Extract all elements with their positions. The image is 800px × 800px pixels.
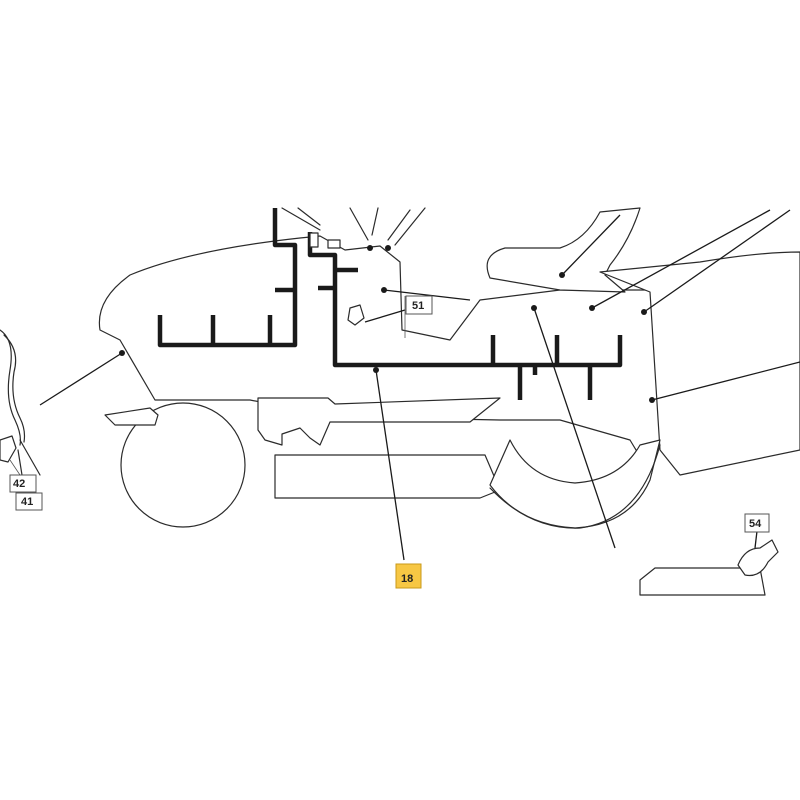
- leader-dot: [373, 367, 379, 373]
- leader-mid-2: [591, 209, 771, 309]
- callout-54[interactable]: 54: [744, 513, 770, 533]
- bottom-right-component: [639, 567, 766, 596]
- callout-42[interactable]: 42: [9, 474, 37, 493]
- bottom-right-plug: [737, 539, 779, 577]
- leader-51: [364, 309, 406, 323]
- left-component-cable-b: [3, 334, 26, 443]
- left-component-cable: [0, 329, 22, 446]
- left-bracket: [17, 439, 41, 476]
- leader-mid-1: [533, 307, 616, 549]
- harness-left-loop: [157, 208, 298, 348]
- callout-54-label: 54: [749, 518, 762, 530]
- leader-dot: [559, 272, 565, 278]
- rear-wheel: [489, 439, 661, 529]
- callout-51-label: 51: [412, 300, 424, 312]
- top-bracket-lines: [281, 207, 321, 231]
- steering-lines: [349, 207, 426, 246]
- leader-rear: [651, 361, 800, 401]
- leader-54: [754, 530, 758, 549]
- chassis-outline: [257, 397, 501, 446]
- rear-wheel-arc: [489, 444, 661, 529]
- front-fender-lip: [104, 407, 159, 426]
- left-connector: [0, 435, 17, 463]
- deck-outline: [274, 454, 501, 499]
- leader-mid-3: [643, 209, 791, 313]
- callout-42-label: 42: [13, 478, 25, 490]
- front-wheel: [120, 402, 246, 528]
- leader-dot: [385, 245, 391, 251]
- leader-dot: [649, 397, 655, 403]
- leader-dot: [119, 350, 125, 356]
- callout-41[interactable]: 41: [15, 492, 43, 511]
- leader-left: [39, 352, 123, 406]
- leader-18: [375, 369, 405, 561]
- harness-center-branches: [318, 267, 593, 400]
- rear-fender-outline: [599, 251, 800, 476]
- connector-block-2: [327, 239, 341, 249]
- leader-dot: [641, 309, 647, 315]
- leader-dot: [367, 245, 373, 251]
- callout-18[interactable]: 18: [395, 563, 422, 589]
- harness-left-drops: [210, 287, 295, 345]
- callout-18-label: 18: [401, 573, 413, 585]
- leader-seat: [561, 214, 621, 276]
- connector-51-part: [347, 304, 365, 326]
- callout-51[interactable]: 51: [404, 295, 433, 338]
- harness-center-vertical: [307, 232, 623, 368]
- seat-outline: [486, 207, 641, 293]
- leader-42: [9, 459, 21, 476]
- leader-dot: [589, 305, 595, 311]
- connector-block-1: [309, 232, 319, 248]
- callout-41-label: 41: [21, 496, 33, 508]
- leader-dot: [381, 287, 387, 293]
- leader-hood: [383, 289, 471, 301]
- leader-dot: [531, 305, 537, 311]
